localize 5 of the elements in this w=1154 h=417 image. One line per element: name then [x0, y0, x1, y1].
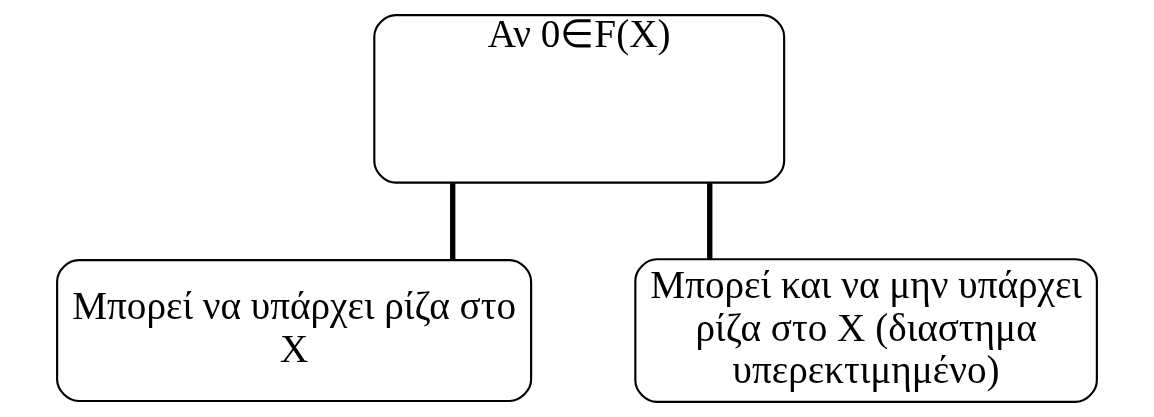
node-box: Αν 0∈F(X) — [373, 14, 786, 184]
connector — [707, 183, 713, 259]
node-box: Μπορεί να υπάρχει ρίζα στο X — [56, 259, 533, 402]
connector — [450, 183, 456, 260]
node-box: Μπορεί και να μην υπάρχει ρίζα στο X (διαστημα υπερεκτιμημένο) — [634, 258, 1098, 403]
